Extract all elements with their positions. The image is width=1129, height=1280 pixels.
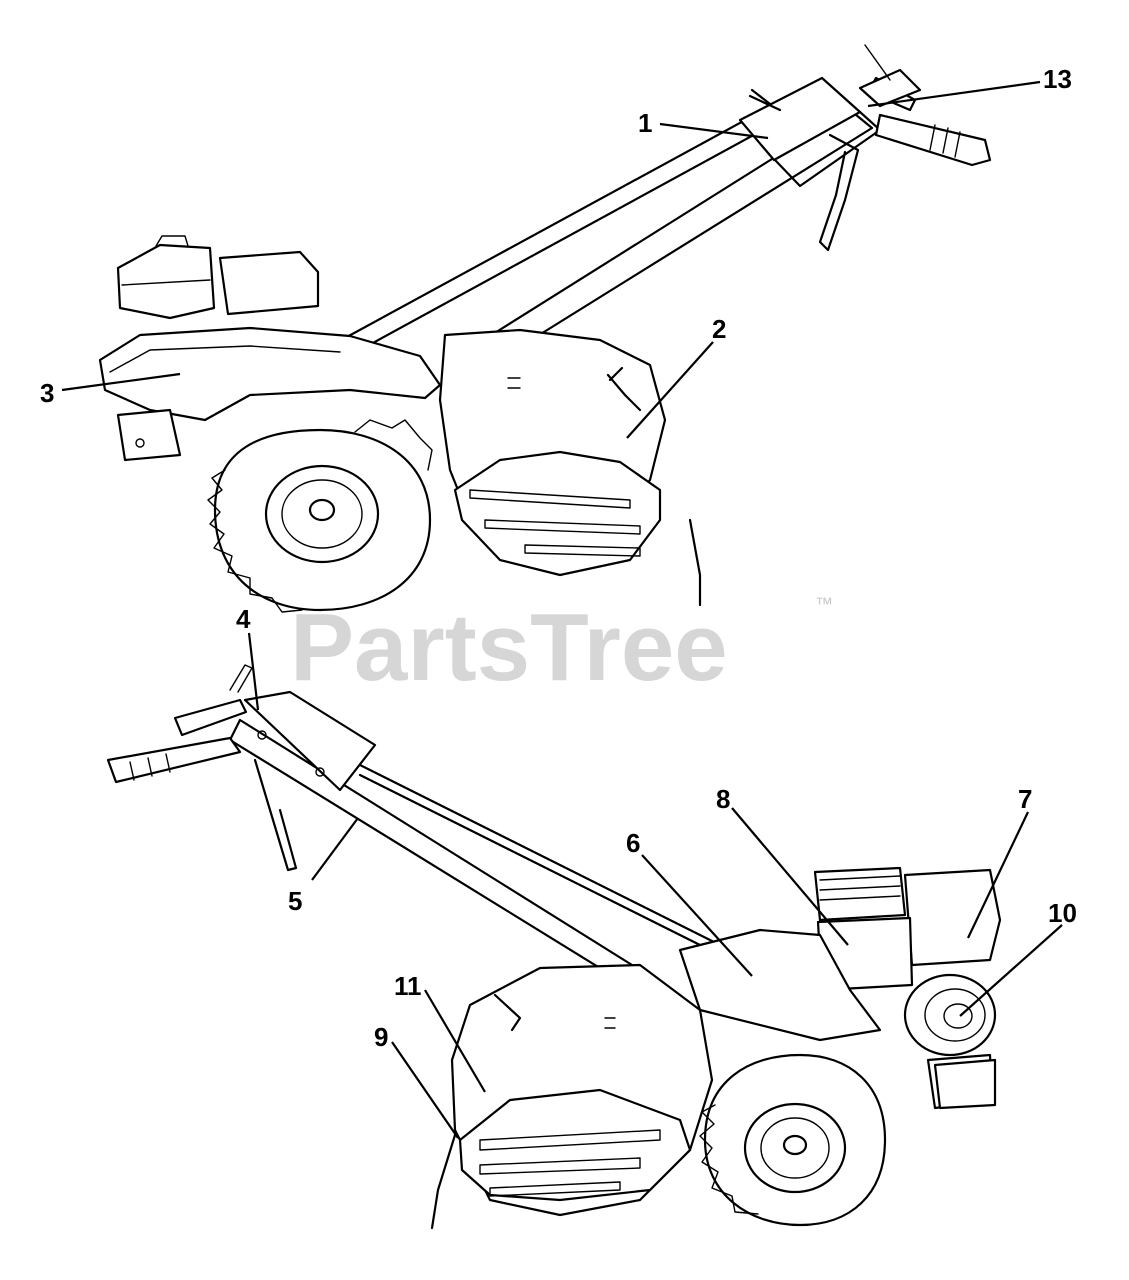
callout-13-label: 13 [1043,64,1072,94]
callout-10-label: 10 [1048,898,1077,928]
callout-4-label: 4 [236,604,251,634]
callout-3-label: 3 [40,378,54,408]
callout-8: 8 [716,784,849,946]
top-tiller-illustration [98,44,992,613]
callout-5-label: 5 [288,886,302,916]
callout-9-label: 9 [374,1022,388,1052]
callout-8-label: 8 [716,784,730,814]
callout-7: 7 [967,784,1032,939]
callout-11: 11 [394,971,486,1093]
watermark-trademark: ™ [815,594,833,614]
callout-1-label: 1 [638,108,652,138]
callout-7-label: 7 [1018,784,1032,814]
callout-5: 5 [288,817,359,916]
callout-2: 2 [626,314,726,439]
bottom-tiller-illustration [106,664,1002,1230]
callout-13: 13 [867,64,1072,108]
callout-3: 3 [40,372,181,408]
callout-9: 9 [374,1022,459,1139]
callout-4: 4 [236,604,260,711]
callout-11-label: 11 [394,971,422,1001]
callout-2-label: 2 [712,314,726,344]
callout-1: 1 [638,108,769,140]
callout-6: 6 [626,828,753,977]
callout-10: 10 [959,898,1077,1017]
callout-6-label: 6 [626,828,640,858]
watermark-text: PartsTree [290,594,728,701]
